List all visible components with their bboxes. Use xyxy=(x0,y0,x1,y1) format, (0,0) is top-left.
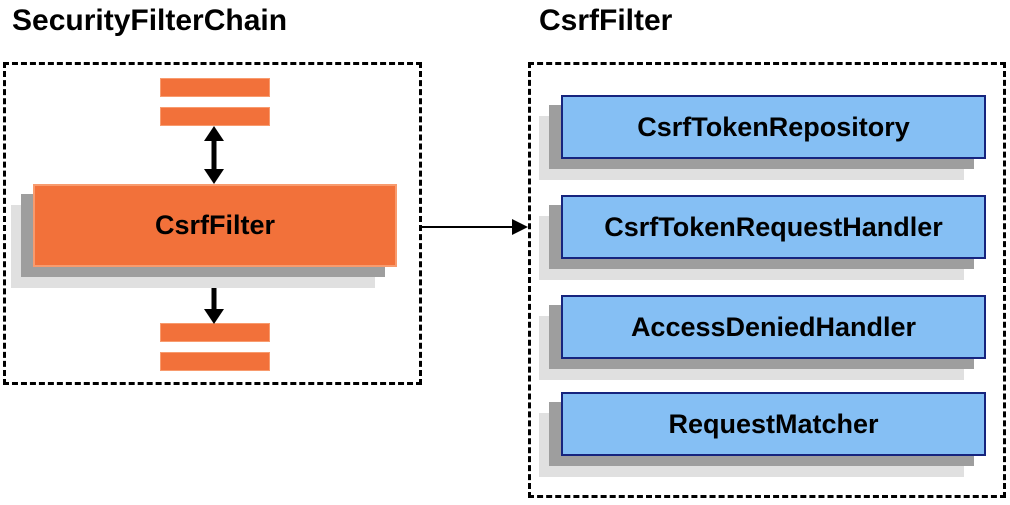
component-csrf-token-repository: CsrfTokenRepository xyxy=(561,95,986,159)
csrf-filter-container xyxy=(528,62,1006,498)
csrf-filter-node-label: CsrfFilter xyxy=(154,210,276,240)
component-label: CsrfTokenRepository xyxy=(637,111,910,142)
bidirectional-arrow-icon xyxy=(204,266,224,324)
filter-placeholder-bar xyxy=(160,352,270,371)
component-request-matcher: RequestMatcher xyxy=(561,392,986,456)
component-csrf-token-request-handler: CsrfTokenRequestHandler xyxy=(561,195,986,259)
filter-placeholder-bar xyxy=(160,107,270,126)
filter-placeholder-bar xyxy=(160,323,270,342)
security-filter-chain-title: SecurityFilterChain xyxy=(12,4,288,37)
component-label: RequestMatcher xyxy=(668,408,879,439)
filter-placeholder-bar xyxy=(160,78,270,97)
component-access-denied-handler: AccessDeniedHandler xyxy=(561,295,986,359)
component-label: CsrfTokenRequestHandler xyxy=(604,211,943,242)
csrf-filter-title: CsrfFilter xyxy=(539,4,673,37)
bidirectional-arrow-icon xyxy=(204,126,224,184)
component-label: AccessDeniedHandler xyxy=(630,311,917,342)
csrf-filter-node: CsrfFilter xyxy=(33,184,397,267)
flow-arrow-icon xyxy=(422,219,528,235)
security-filter-chain-container xyxy=(3,62,422,385)
